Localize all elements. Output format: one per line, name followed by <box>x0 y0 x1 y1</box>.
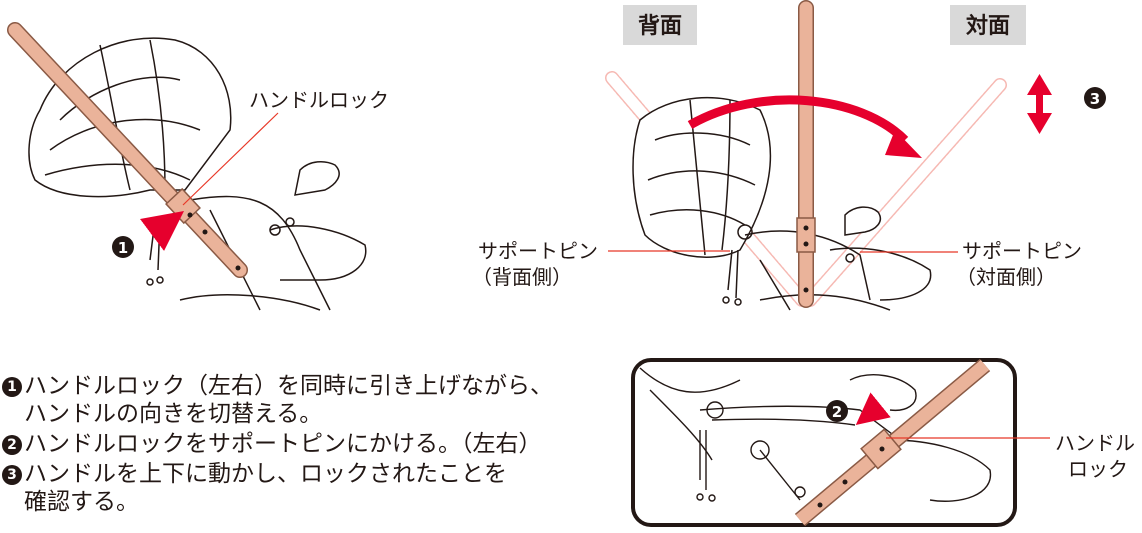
up-down-arrow <box>1027 74 1052 134</box>
left-handle-lock-label: ハンドルロック <box>249 88 389 112</box>
inset-step-marker-number: 2 <box>832 403 842 421</box>
instruction-3-number: 3 <box>2 465 22 485</box>
right-canopy <box>632 96 772 258</box>
instruction-2-number: 2 <box>2 435 22 455</box>
face-label: 対面 <box>966 14 1010 39</box>
left-handle-lock-leader <box>182 112 279 206</box>
support-pin-face-line2: （対面側） <box>956 265 1056 289</box>
right-stroller-illustration <box>632 96 932 311</box>
left-stroller-illustration <box>28 37 367 311</box>
left-handle <box>7 22 248 278</box>
inset-handle <box>794 358 991 527</box>
back-label: 背面 <box>638 14 682 39</box>
inset-frame <box>631 358 1017 527</box>
right-step-marker <box>1084 87 1106 109</box>
instruction-3-line1: ハンドルを上下に動かし、ロックされたことを <box>24 461 507 487</box>
left-step-marker-number: 1 <box>118 239 128 257</box>
right-step-marker-number: 3 <box>1090 90 1100 108</box>
instruction-1-line2: ハンドルの向きを切替える。 <box>24 401 323 427</box>
inset-handle-lock-line2: ロック <box>1068 457 1128 481</box>
right-handle-upright <box>796 0 816 308</box>
left-lift-arrow <box>140 211 184 251</box>
inset-illustration <box>639 367 992 502</box>
instruction-2-line1: ハンドルロックをサポートピンにかける。（左右） <box>24 431 542 457</box>
left-seat-frame <box>189 195 331 311</box>
rotation-arrow <box>687 95 909 144</box>
inset-handle-lock-line1: ハンドル <box>1055 431 1135 455</box>
left-step-marker <box>112 236 134 258</box>
support-pin-face-line1: サポートピン <box>962 239 1082 263</box>
instruction-1-number: 1 <box>2 377 22 397</box>
instruction-3-line2: 確認する。 <box>24 489 139 515</box>
left-canopy <box>28 37 232 198</box>
inset-hook-arrow <box>855 392 891 426</box>
back-label-box <box>623 5 697 45</box>
inset-step-marker <box>826 400 848 422</box>
support-pin-back-line1: サポートピン <box>478 239 598 263</box>
instruction-1-line1: ハンドルロック（左右）を同時に引き上げながら、 <box>24 373 553 399</box>
support-pin-back-line2: （背面側） <box>472 265 572 289</box>
face-label-box <box>950 5 1026 45</box>
ghost-handle-face <box>803 78 1007 307</box>
